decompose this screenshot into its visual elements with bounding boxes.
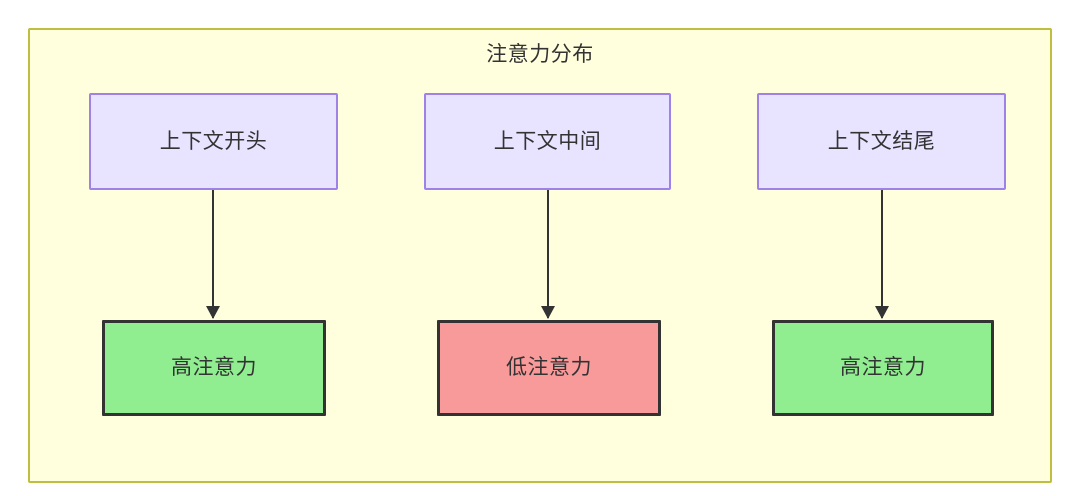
arrowhead-down-icon <box>206 306 220 319</box>
node-low-attention-middle[interactable]: 低注意力 <box>437 320 661 416</box>
edge-shaft <box>547 190 549 318</box>
edge-shaft <box>212 190 214 318</box>
subgraph-title: 注意力分布 <box>486 43 594 66</box>
node-high-attention-end[interactable]: 高注意力 <box>772 320 994 416</box>
node-context-beginning[interactable]: 上下文开头 <box>89 93 338 190</box>
node-high-attention-beginning[interactable]: 高注意力 <box>102 320 326 416</box>
node-context-middle[interactable]: 上下文中间 <box>424 93 671 190</box>
arrowhead-down-icon <box>875 306 889 319</box>
edge-shaft <box>881 190 883 318</box>
node-context-end[interactable]: 上下文结尾 <box>757 93 1006 190</box>
arrowhead-down-icon <box>541 306 555 319</box>
